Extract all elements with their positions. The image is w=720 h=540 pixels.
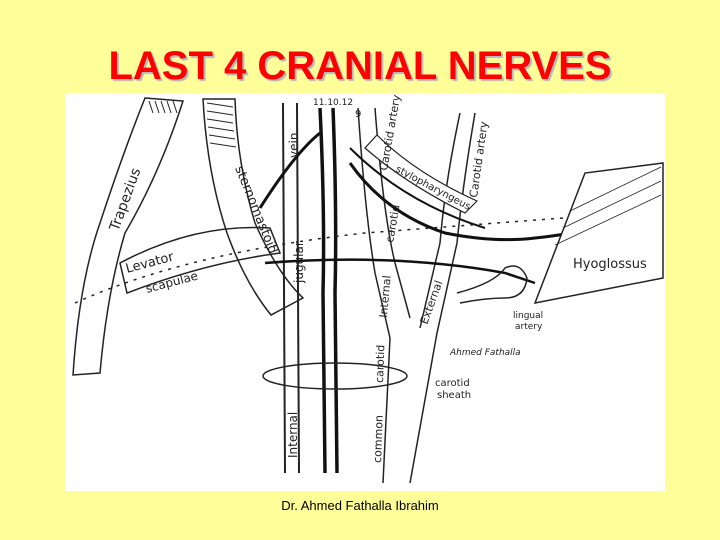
hyoglossus-muscle [533,162,664,304]
slide-title: LAST 4 CRANIAL NERVES [108,44,612,88]
trapezius-hatching [148,100,178,114]
label-signature: Ahmed Fathalla [449,348,521,358]
label-carotid-sheath-2: sheath [437,390,471,401]
label-nerve-9: 9 [355,109,361,120]
label-internal-carotid: Internal [377,275,394,318]
label-stylopharyngeus: stylopharyngeus [394,164,473,213]
internal-jugular-vein [282,102,300,474]
spinal-nerve-dotted [74,210,656,304]
hyoglossus-hatching [554,166,662,246]
nerve-bundle [318,107,339,474]
glossopharyngeal-nerve [349,147,486,229]
levator-scapulae-muscle [119,226,282,295]
slide-footer: Dr. Ahmed Fathalla Ibrahim [281,498,439,513]
trapezius-muscle [72,97,185,376]
label-hyoglossus: Hyoglossus [573,257,647,272]
cranial-nerves-diagram: Trapezius sternomastoid Levator scapulae… [65,93,665,491]
label-internal-jugular: Internal [286,412,300,458]
vagus-nerve-branch [264,258,536,285]
label-scapulae: scapulae [144,269,199,296]
stylopharyngeus-muscle [364,134,479,214]
sternomastoid-hatching [206,102,237,148]
internal-carotid-artery [357,107,411,339]
diagram-canvas: Trapezius sternomastoid Levator scapulae… [72,93,664,484]
sternomastoid-muscle [202,98,305,316]
label-external: External [418,279,446,326]
label-carotid-sheath-1: carotid [435,378,470,389]
label-common: common [371,415,386,463]
lingual-artery [456,265,528,304]
label-levator: Levator [124,250,176,277]
label-jugular: jugular [292,241,306,284]
label-carotid-artery-right: Carotid artery [467,120,491,198]
label-lingual-artery-2: artery [515,322,543,332]
accessory-nerve [258,131,321,209]
label-carotid-lower: carotid [373,345,387,384]
label-nerves-11-10-12: 11.10.12 [313,98,353,108]
common-carotid-artery [382,332,438,484]
label-lingual-artery-1: lingual [513,311,543,321]
carotid-sheath [262,362,408,390]
label-vein: vein [287,133,301,158]
